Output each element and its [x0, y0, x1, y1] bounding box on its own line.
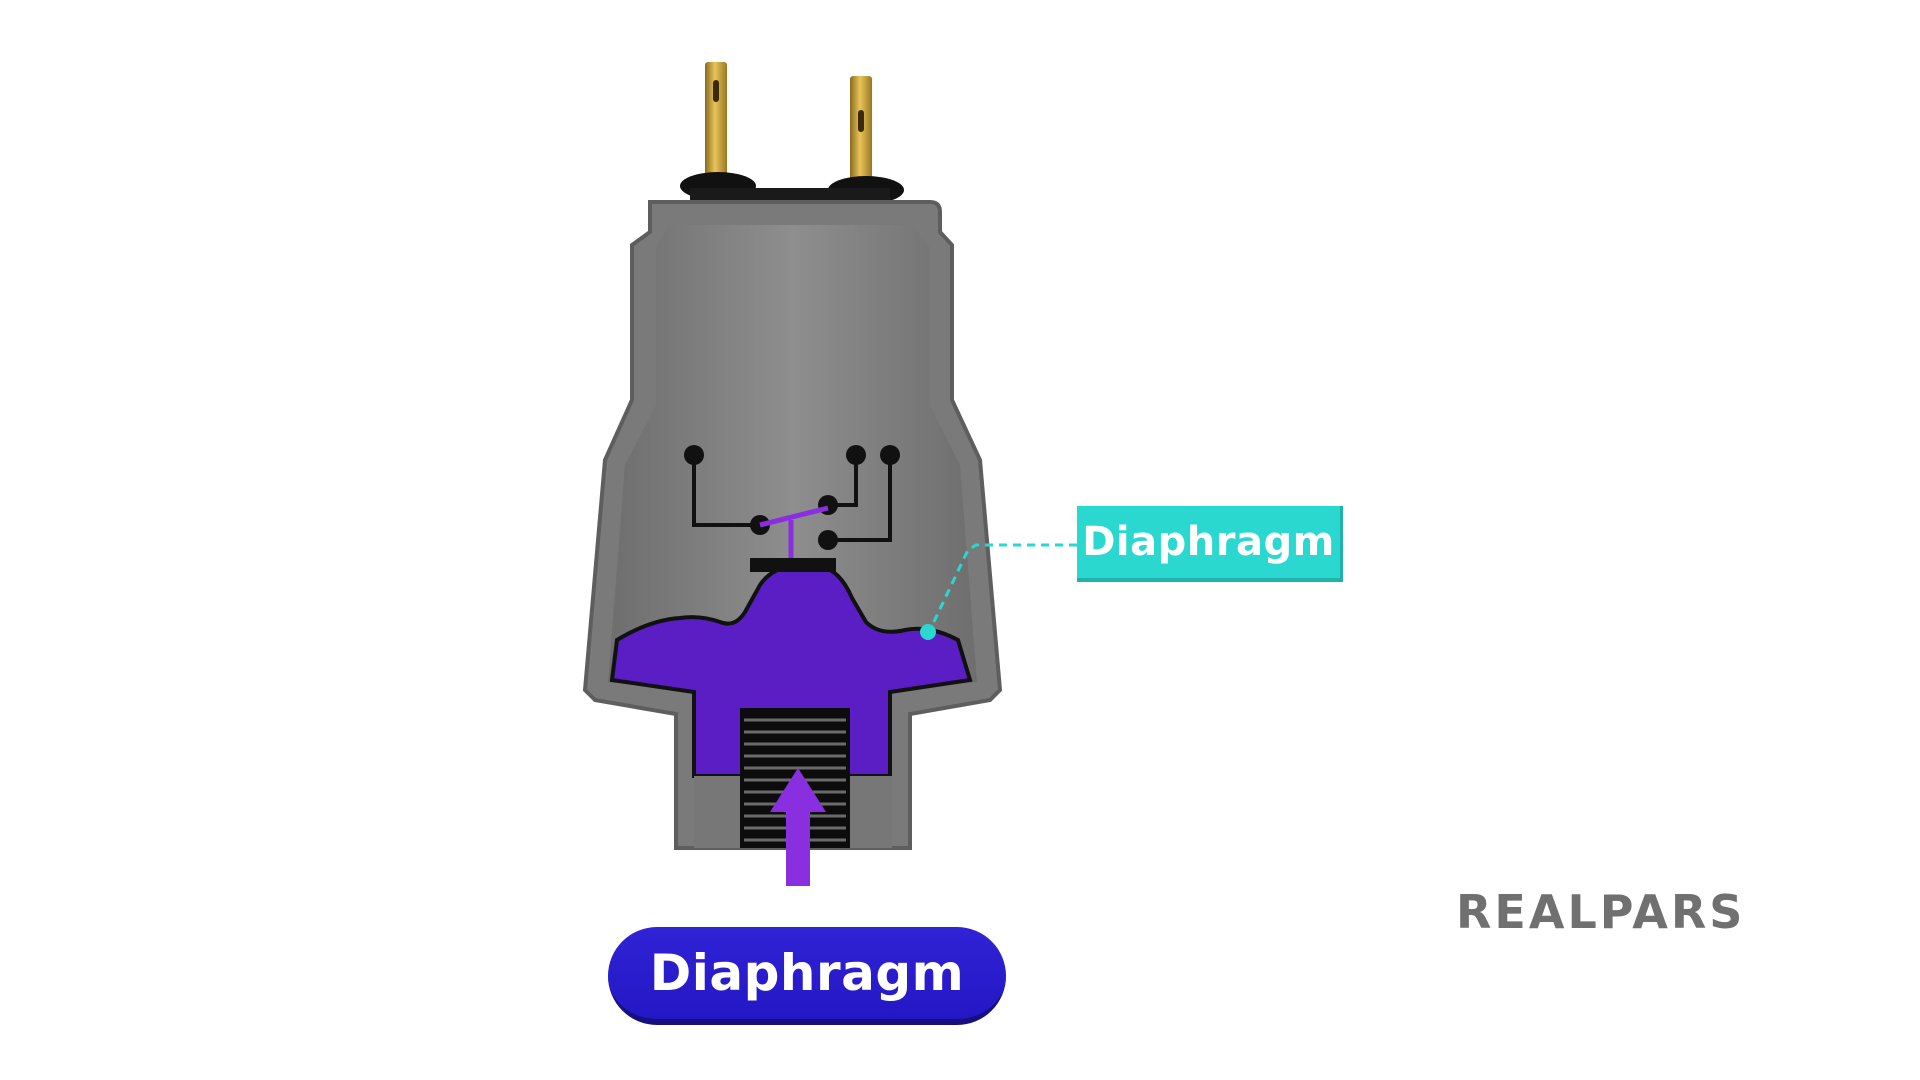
pressure-arrow: [770, 768, 826, 886]
callout-leader: [920, 543, 1077, 640]
diaphragm-title-pill: Diaphragm: [608, 927, 1006, 1025]
diaphragm-callout-label: Diaphragm: [1077, 506, 1343, 582]
terminal-base: [680, 172, 904, 204]
terminal-right: [850, 76, 872, 186]
realpars-logo: REALPARS: [1456, 885, 1746, 939]
terminal-left: [705, 62, 727, 182]
actuator-linkage: [750, 505, 836, 572]
